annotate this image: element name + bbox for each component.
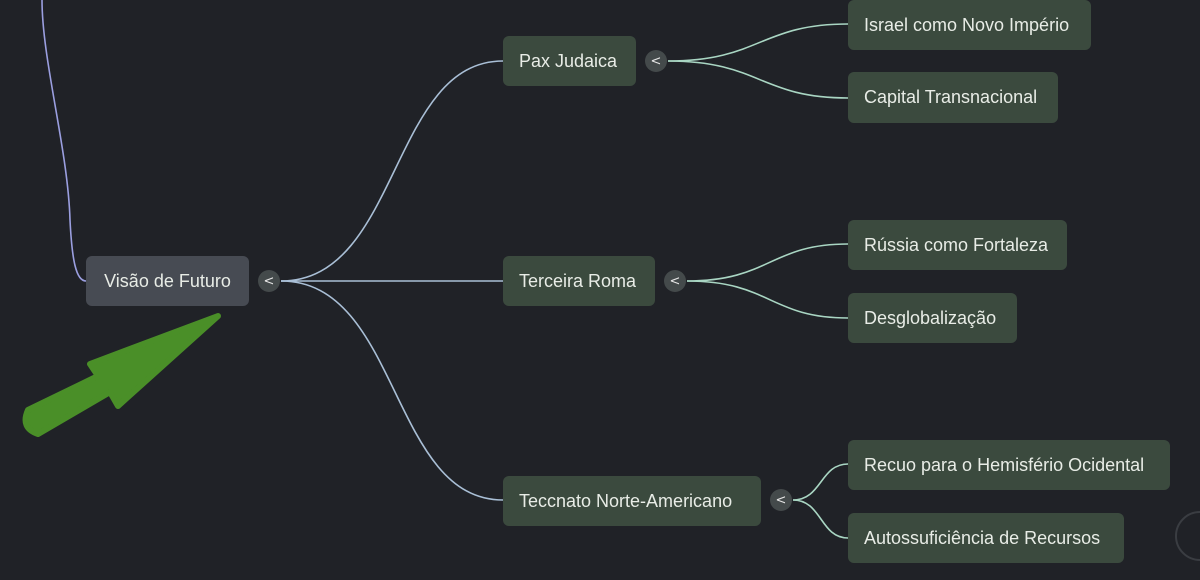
branch-node-label: Terceira Roma bbox=[519, 270, 637, 291]
branch-collapse-button[interactable]: < bbox=[645, 50, 667, 72]
connector-teccnato-leaf-1 bbox=[792, 463, 849, 501]
branch-node-pax-judaica[interactable]: Pax Judaica bbox=[503, 36, 636, 86]
branch-collapse-button[interactable]: < bbox=[664, 270, 686, 292]
leaf-node-israel[interactable]: Israel como Novo Império bbox=[848, 0, 1091, 50]
root-collapse-button[interactable]: < bbox=[258, 270, 280, 292]
leaf-node-label: Capital Transnacional bbox=[864, 87, 1038, 107]
connector-pax-judaica-leaf-1 bbox=[667, 23, 849, 62]
connector-root-pax-judaica bbox=[280, 60, 504, 282]
branch-node-label: Pax Judaica bbox=[519, 50, 618, 71]
leaf-node-recuo[interactable]: Recuo para o Hemisfério Ocidental bbox=[848, 440, 1170, 490]
branch-collapse-button[interactable]: < bbox=[770, 489, 792, 511]
connector-terceira-roma-leaf-2 bbox=[686, 280, 849, 319]
leaf-node-russia[interactable]: Rússia como Fortaleza bbox=[848, 220, 1067, 270]
connector-teccnato-leaf-2 bbox=[792, 499, 849, 539]
root-node-label: Visão de Futuro bbox=[104, 270, 231, 291]
parent-connector bbox=[41, 0, 87, 282]
leaf-node-autossuficiencia[interactable]: Autossuficiência de Recursos bbox=[848, 513, 1124, 563]
branch-node-teccnato[interactable]: Teccnato Norte-Americano bbox=[503, 476, 761, 526]
leaf-node-label: Recuo para o Hemisfério Ocidental bbox=[864, 454, 1145, 475]
connector-root-teccnato bbox=[280, 280, 504, 501]
arrow-icon bbox=[22, 313, 221, 437]
leaf-node-label: Desglobalização bbox=[864, 307, 997, 328]
leaf-node-capital[interactable]: Capital Transnacional bbox=[848, 72, 1058, 123]
leaf-node-label: Israel como Novo Império bbox=[864, 14, 1070, 35]
leaf-node-label: Autossuficiência de Recursos bbox=[864, 527, 1101, 548]
branch-node-terceira-roma[interactable]: Terceira Roma bbox=[503, 256, 655, 306]
edge-control-icon bbox=[1175, 511, 1200, 561]
leaf-node-label: Rússia como Fortaleza bbox=[864, 234, 1049, 255]
root-node[interactable]: Visão de Futuro bbox=[86, 256, 249, 306]
branch-node-label: Teccnato Norte-Americano bbox=[519, 490, 733, 511]
connector-terceira-roma-leaf-1 bbox=[686, 243, 849, 282]
leaf-node-desglobalizacao[interactable]: Desglobalização bbox=[848, 293, 1017, 343]
connector-pax-judaica-leaf-2 bbox=[667, 60, 849, 99]
